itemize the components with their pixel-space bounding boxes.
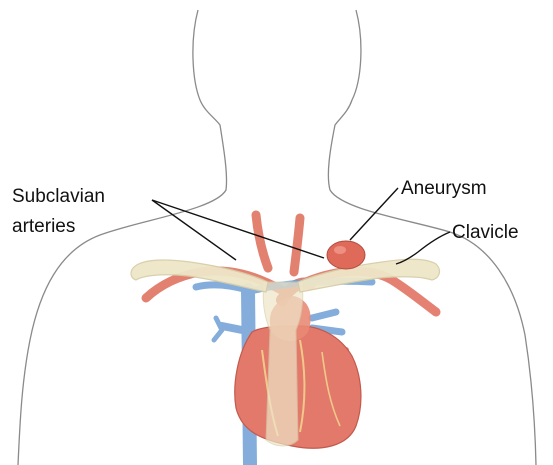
clavicle-label: Clavicle xyxy=(452,222,519,244)
aneurysm-label: Aneurysm xyxy=(401,178,487,200)
subclavian-arteries-label-line1: Subclavian xyxy=(12,186,105,208)
sternum xyxy=(263,282,303,446)
subclavian-arteries-label-line2: arteries xyxy=(12,216,75,238)
aneurysm xyxy=(327,241,365,269)
